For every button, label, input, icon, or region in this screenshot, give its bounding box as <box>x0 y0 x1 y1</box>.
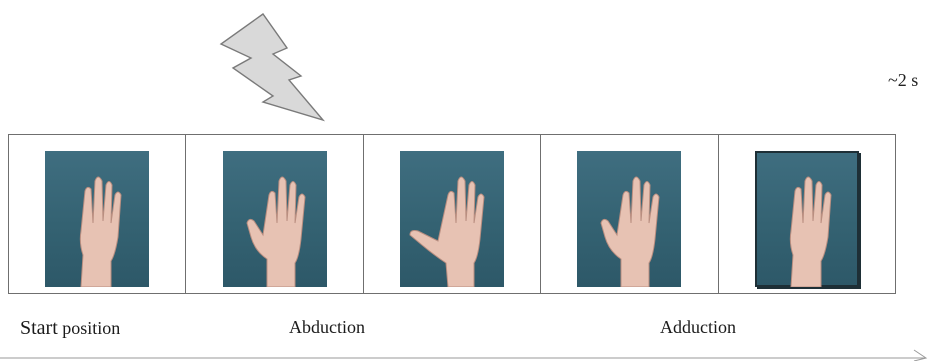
frame-panel-5 <box>719 135 895 293</box>
frame-strip <box>8 134 896 294</box>
hand-abducting-image <box>223 151 327 287</box>
adduction-label: Adduction <box>660 317 736 338</box>
hand-photo <box>45 151 149 287</box>
start-label-main: Start <box>20 317 58 339</box>
hand-photo <box>755 151 859 287</box>
hand-abducted-image <box>400 151 504 287</box>
frame-panel-3 <box>364 135 541 293</box>
hand-photo <box>400 151 504 287</box>
frame-panel-1 <box>9 135 186 293</box>
abduction-label: Abduction <box>289 317 365 338</box>
duration-label: ~2 s <box>888 70 918 91</box>
hand-closed-image <box>755 151 859 287</box>
hand-adducting-image <box>577 151 681 287</box>
hand-photo <box>577 151 681 287</box>
start-label-rest: position <box>58 318 121 338</box>
hand-photo <box>223 151 327 287</box>
hand-closed-image <box>45 151 149 287</box>
start-position-label: Start position <box>20 317 120 340</box>
lightning-bolt-icon <box>215 10 335 125</box>
time-arrow <box>0 340 929 361</box>
frame-panel-4 <box>541 135 718 293</box>
frame-panel-2 <box>186 135 363 293</box>
